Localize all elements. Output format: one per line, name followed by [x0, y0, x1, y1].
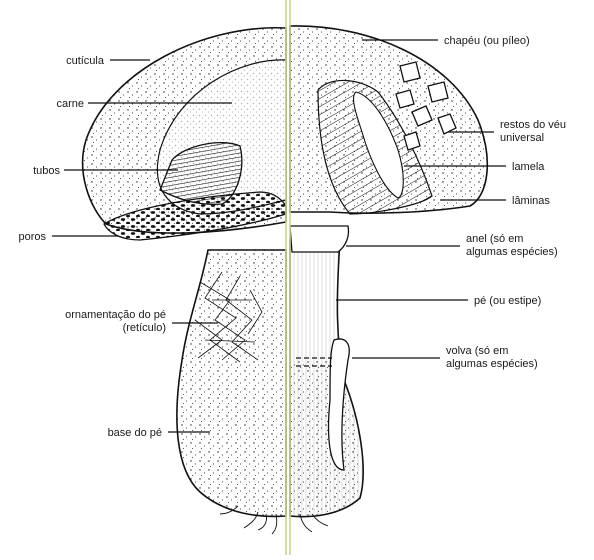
label-volva-line1: volva (só em [446, 345, 508, 357]
label-restos-line2: universal [500, 132, 544, 144]
right-ring [290, 226, 349, 252]
right-half-amanita [290, 26, 487, 517]
label-volva-line2: algumas espécies) [446, 358, 538, 370]
label-lamela: lamela [512, 161, 545, 173]
label-ornamentacao-line1: ornamentação do pé [65, 309, 166, 321]
label-laminas: lâminas [512, 195, 550, 207]
label-base-do-pe: base do pé [108, 427, 162, 439]
label-carne: carne [56, 98, 84, 110]
center-axis [286, 0, 290, 555]
label-chapeu: chapéu (ou píleo) [444, 35, 530, 47]
left-half-boletus [83, 28, 286, 517]
label-anel-line1: anel (só em [466, 233, 523, 245]
label-cuticula: cutícula [66, 55, 105, 67]
label-tubos: tubos [33, 165, 60, 177]
label-anel-line2: algumas espécies) [466, 246, 558, 258]
label-poros: poros [18, 231, 46, 243]
label-restos-line1: restos do véu [500, 119, 566, 131]
label-pe: pé (ou estipe) [474, 295, 541, 307]
label-ornamentacao-line2: (retículo) [123, 322, 166, 334]
